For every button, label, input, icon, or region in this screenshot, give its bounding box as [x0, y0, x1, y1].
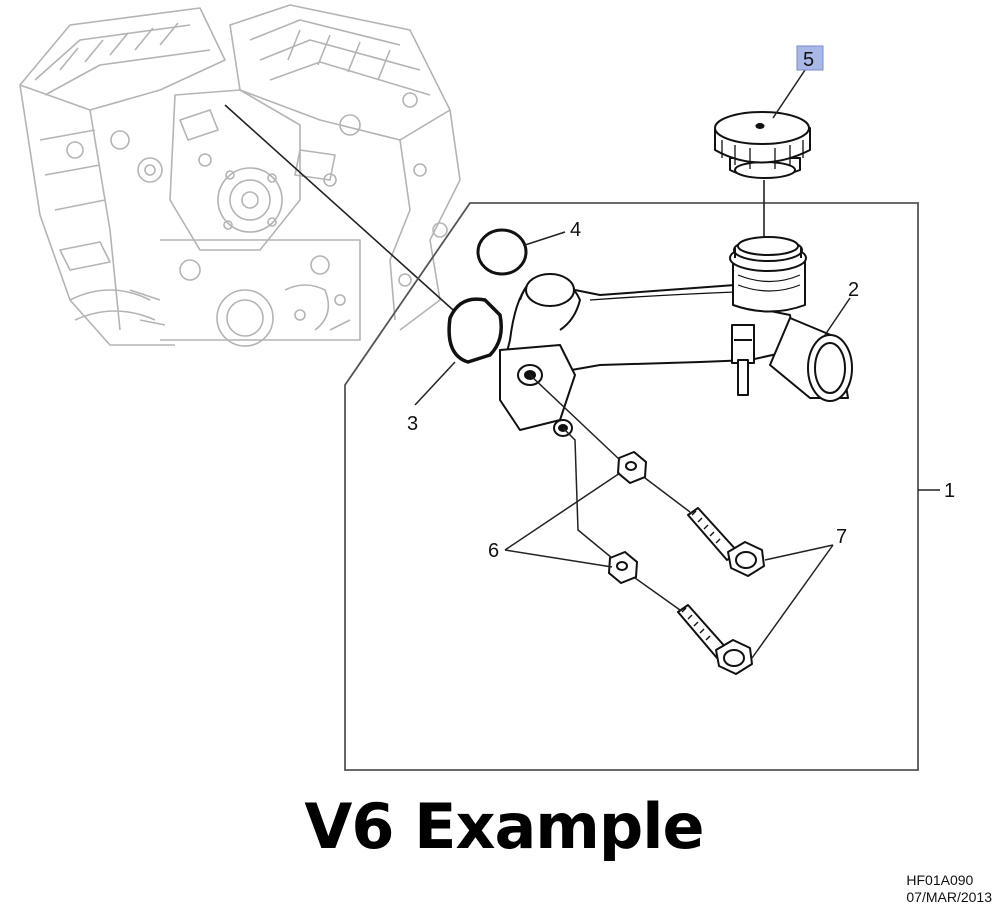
callout-7: 7 [836, 526, 847, 548]
reference-code: HF01A090 [906, 872, 974, 888]
reference-date: 07/MAR/2013 [906, 889, 992, 905]
bolt-lower [677, 604, 753, 675]
callout-leaders [414, 69, 940, 659]
reference-block: HF01A090 07/MAR/2013 [906, 872, 992, 906]
caption-title: V6 Example [304, 790, 704, 863]
o-ring [476, 228, 528, 276]
callout-6: 6 [488, 540, 499, 562]
nut-lower [607, 550, 639, 585]
callout-3: 3 [407, 413, 418, 435]
callout-5-highlight [796, 45, 824, 71]
callout-1: 1 [944, 480, 955, 502]
callout-4: 4 [570, 219, 581, 241]
callout-2: 2 [848, 279, 859, 301]
bolt-upper [687, 507, 765, 577]
gasket [447, 297, 503, 364]
filler-cap [714, 111, 811, 179]
nut-upper [616, 450, 648, 485]
engine-leader-line [224, 104, 463, 319]
engine-illustration [19, 4, 461, 347]
assembly-frame [344, 202, 919, 771]
callout-5: 5 [803, 49, 814, 71]
coolant-housing [499, 236, 853, 431]
assembly-lines [529, 374, 691, 611]
